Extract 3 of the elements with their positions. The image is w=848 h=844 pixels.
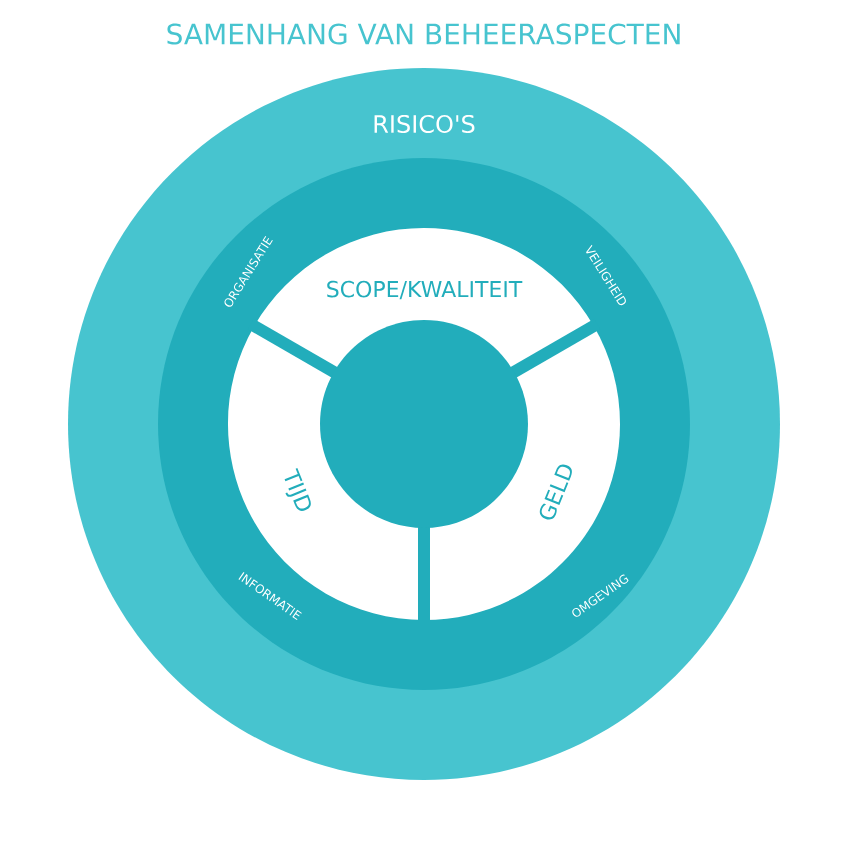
ring-label: RISICO'S — [374, 114, 475, 134]
center-circle — [320, 320, 528, 528]
title: SAMENHANG VAN BEHEERASPECTEN — [167, 23, 680, 45]
